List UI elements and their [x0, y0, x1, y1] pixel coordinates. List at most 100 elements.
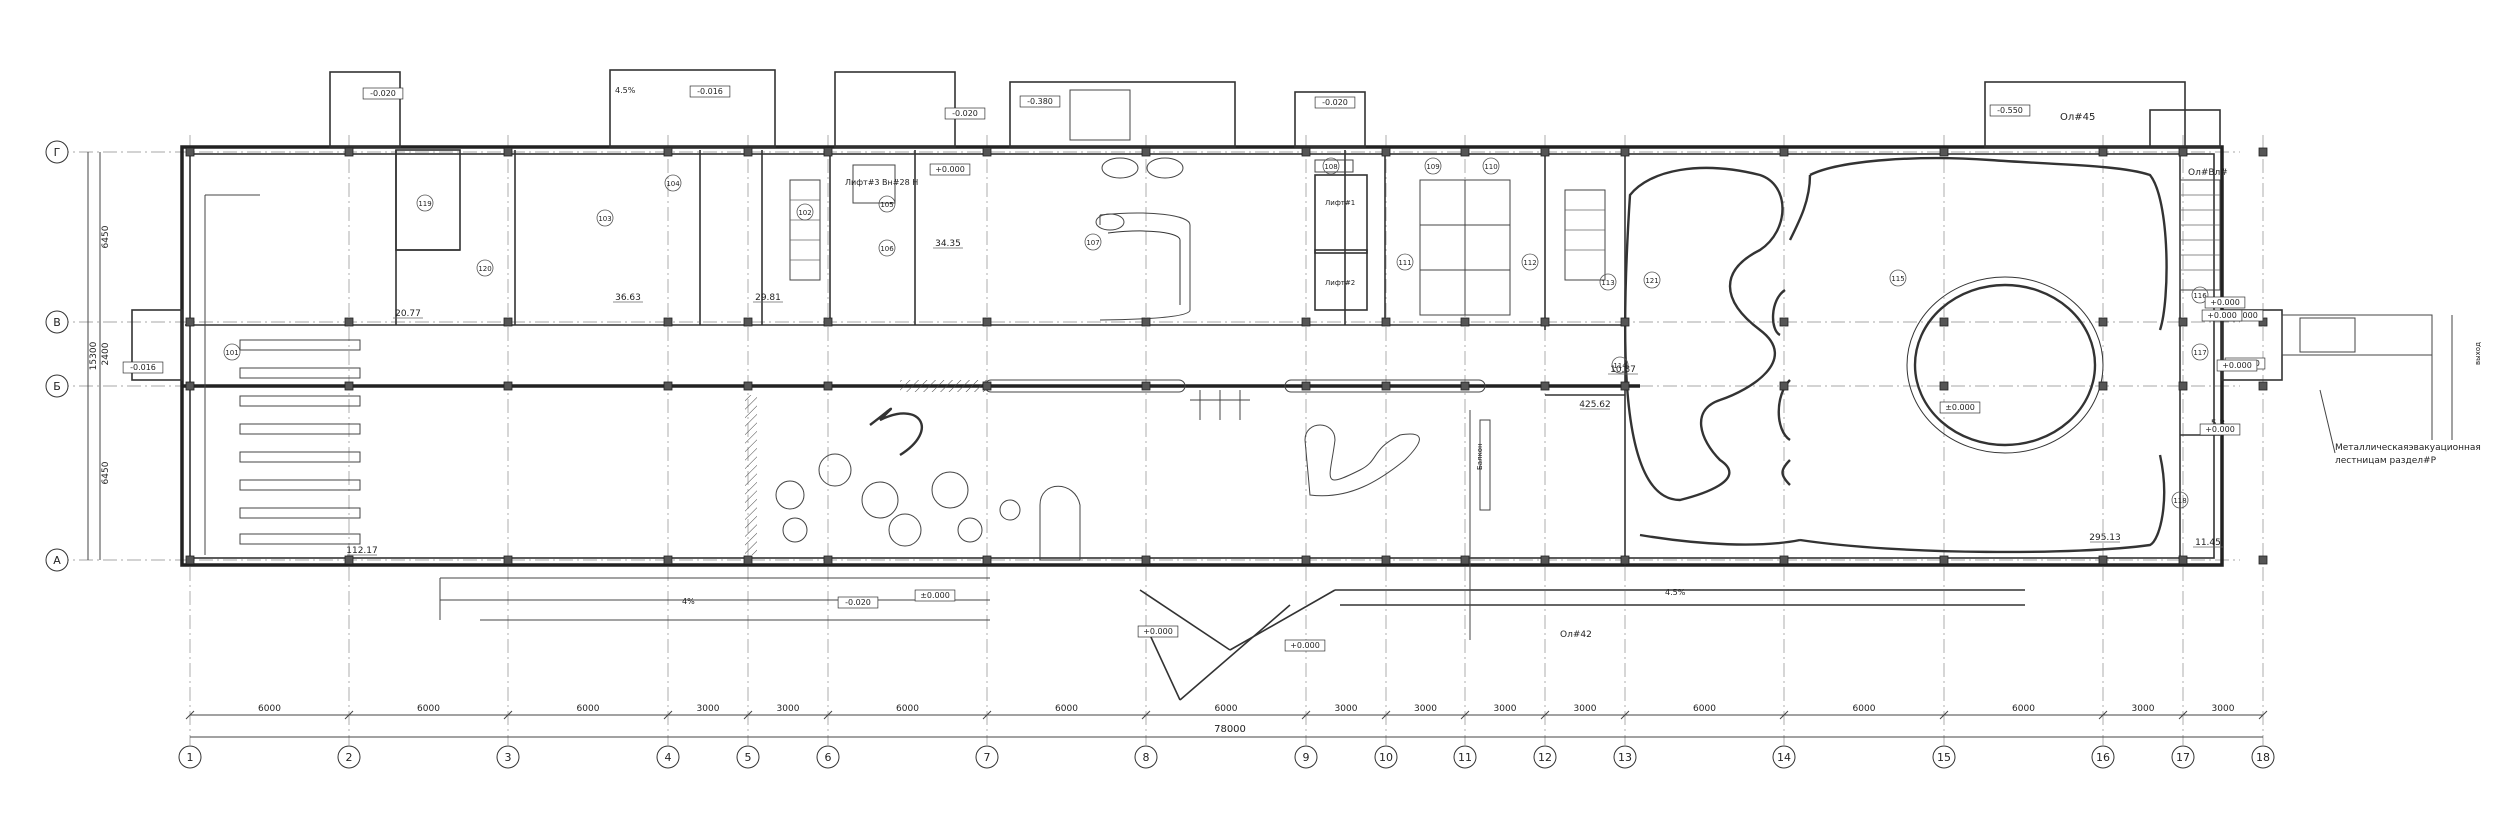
room-number: 104 [666, 180, 680, 188]
note-line-2: лестницам раздел#Р [2335, 456, 2437, 466]
column [185, 317, 195, 327]
column [1460, 555, 1470, 565]
column [1381, 381, 1391, 391]
elevation-mark: -0.020 [952, 109, 978, 118]
axis-bubble [1533, 745, 1557, 769]
room-bubble [878, 239, 896, 257]
axis-col-label: 2 [346, 751, 353, 764]
column [344, 317, 354, 327]
axis-col-label: 16 [2096, 751, 2110, 764]
axis-bubble [45, 310, 69, 334]
column [982, 147, 992, 157]
dim-span: 6000 [1693, 704, 1716, 714]
dim-tick [185, 710, 195, 720]
axis-col-label: 4 [665, 751, 672, 764]
elevation-mark: -0.380 [1027, 97, 1053, 106]
elevation-box [2204, 296, 2246, 309]
column [982, 381, 992, 391]
room-bubble [2171, 491, 2189, 509]
column [1779, 381, 1789, 391]
column [1141, 381, 1151, 391]
elevation-mark: ±0.000 [1945, 403, 1975, 412]
room-bubble [596, 209, 614, 227]
dim-tick [2098, 710, 2108, 720]
elevation-mark: +0.000 [1290, 641, 1320, 650]
column [2178, 381, 2188, 391]
axis-col-label: 7 [984, 751, 991, 764]
elevation-box [1284, 639, 1326, 652]
room-number: 111 [1398, 259, 1411, 267]
column [1141, 317, 1151, 327]
column [185, 381, 195, 391]
dim-tick [1141, 710, 1151, 720]
elevation-box [2216, 359, 2258, 372]
dim-span: 3000 [2212, 704, 2235, 714]
dim-span: 3000 [1494, 704, 1517, 714]
organic-curves [869, 156, 2168, 561]
room-bubble [1643, 271, 1661, 289]
column [1301, 147, 1311, 157]
column [663, 555, 673, 565]
column [1540, 555, 1550, 565]
column [743, 317, 753, 327]
column [743, 555, 753, 565]
room-number: 110 [1484, 163, 1497, 171]
room-number: 101 [225, 349, 238, 357]
elevation-box [362, 87, 404, 100]
axis-bubble [1932, 745, 1956, 769]
elevation-mark: +0.000 [2205, 425, 2235, 434]
axis-row-label: Г [54, 146, 61, 159]
axis-col-label: 13 [1618, 751, 1632, 764]
axis-bubble [1294, 745, 1318, 769]
dim-tick [1939, 710, 1949, 720]
room-bubble [1482, 157, 1500, 175]
column [2098, 555, 2108, 565]
elevation-mark: ±0.000 [920, 591, 950, 600]
axis-bubble [1134, 745, 1158, 769]
slope-1: 4.5% [615, 86, 636, 95]
room-bubble [476, 259, 494, 277]
column [1460, 147, 1470, 157]
axis-col-label: 12 [1538, 751, 1552, 764]
room-bubble [1611, 356, 1629, 374]
room-area: 11.45 [2195, 538, 2221, 548]
dim-tick [1779, 710, 1789, 720]
dim-span: 3000 [777, 704, 800, 714]
room-number: 109 [1426, 163, 1439, 171]
axis-bubble [45, 374, 69, 398]
elevation-box [2199, 423, 2241, 436]
axis-row-label: В [53, 316, 61, 329]
column [743, 147, 753, 157]
room-area: 112.17 [346, 546, 378, 556]
dim-span-left: 2400 [101, 342, 111, 365]
axis-bubble [975, 745, 999, 769]
column [1301, 381, 1311, 391]
dim-span: 3000 [2132, 704, 2155, 714]
column [185, 147, 195, 157]
room-bubble [878, 195, 896, 213]
elevation-box [1314, 96, 1356, 109]
column [982, 317, 992, 327]
axis-bubble [1772, 745, 1796, 769]
elevation-mark: -0.550 [1997, 106, 2023, 115]
dim-tick [1381, 710, 1391, 720]
room-number: 114 [1613, 362, 1627, 370]
elevation-mark: -0.016 [130, 363, 156, 372]
column [344, 555, 354, 565]
column [1620, 317, 1630, 327]
elevation-box [1939, 401, 1981, 414]
column [823, 381, 833, 391]
column [2098, 147, 2108, 157]
column [185, 555, 195, 565]
elevation-mark: -0.020 [370, 89, 396, 98]
column [1460, 317, 1470, 327]
dim-span: 6000 [577, 704, 600, 714]
room-number: 120 [478, 265, 491, 273]
room-area: 20.77 [395, 309, 421, 319]
column [2258, 381, 2268, 391]
room-number: 121 [1645, 277, 1658, 285]
column [982, 555, 992, 565]
room-bubble [1396, 253, 1414, 271]
columns [185, 147, 2268, 565]
